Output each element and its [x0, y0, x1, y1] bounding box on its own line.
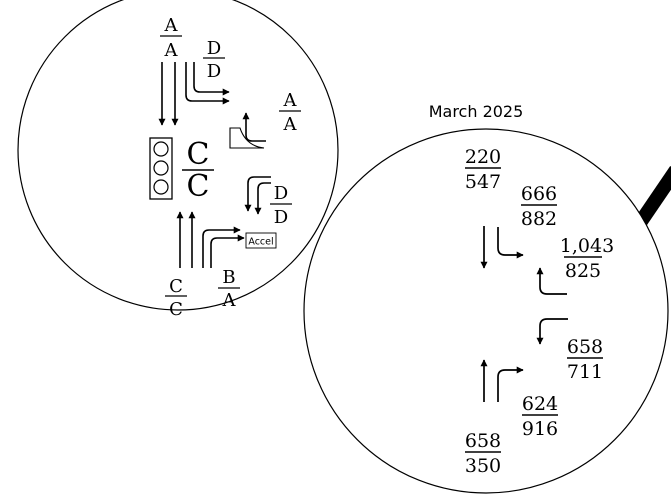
volume-wb-right: 1,043 825 [560, 235, 614, 282]
volume-am: 220 [465, 146, 501, 168]
los-intersection: C C [182, 137, 214, 204]
volume-nb-through: 658 350 [465, 430, 501, 477]
los-bottom-left-den: C [169, 299, 183, 320]
volume-am: 624 [522, 393, 558, 415]
los-bottom-right: B A [218, 267, 240, 311]
volume-am: 658 [567, 336, 603, 358]
sb-arrows [158, 62, 230, 126]
nb-arrows [176, 211, 245, 268]
volume-pm: 350 [465, 455, 501, 477]
volume-pm: 547 [465, 171, 501, 193]
wb-right-arrow [242, 112, 266, 142]
los-top-right-den: D [207, 61, 221, 82]
signal-lamp-top [153, 141, 169, 157]
volume-pm: 916 [522, 418, 558, 440]
nb-right-arrow-outer [202, 226, 241, 268]
los-top-den: A [164, 40, 179, 61]
los-magnifier-circle: A A D D A A [17, 0, 339, 320]
volume-magnifier: March 2025 220 547 666 882 1,043 825 [303, 102, 671, 494]
right-circle-outline [303, 128, 669, 494]
eb-left-arrow-outer [244, 176, 271, 212]
nb-right-arrow-inner [210, 234, 245, 268]
los-intersection-num: C [187, 137, 210, 172]
magnifier-title: March 2025 [429, 102, 524, 121]
los-right-num: A [283, 90, 298, 111]
los-intersection-den: C [187, 169, 210, 204]
volume-am: 666 [521, 183, 557, 205]
right-turn-island [229, 127, 265, 149]
los-east-den: D [274, 207, 288, 228]
volume-pm: 825 [565, 260, 601, 282]
volume-pm: 882 [521, 208, 557, 230]
traffic-signal-icon [149, 137, 173, 200]
los-east-num: D [274, 183, 288, 204]
los-bottom-right-den: A [222, 290, 237, 311]
los-bottom-left-num: C [169, 276, 183, 297]
volume-sb-through: 220 547 [465, 146, 501, 193]
wb-right-arrow [536, 267, 567, 295]
left-circle-outline [17, 0, 339, 311]
eb-left-arrow-inner [254, 182, 271, 215]
los-east: D D [270, 183, 292, 228]
los-top: A A [160, 15, 182, 61]
los-top-num: A [164, 15, 179, 36]
signal-lamp-mid [153, 160, 169, 176]
los-top-right-num: D [207, 38, 221, 59]
sb-right-arrow-inner [193, 62, 230, 96]
los-right-den: A [283, 114, 298, 135]
sb-right-arrow-outer [185, 62, 230, 105]
los-bottom-left: C C [165, 276, 187, 320]
los-bottom-right-num: B [222, 267, 235, 288]
volume-arrows [480, 226, 568, 402]
eb-left-arrows [244, 176, 271, 215]
volume-eb-left: 658 711 [567, 336, 603, 383]
accel-lane-box [245, 232, 277, 249]
volume-nb-right: 624 916 [522, 393, 558, 440]
accel-lane-label: Accel [248, 237, 273, 248]
volume-pm: 711 [567, 361, 603, 383]
los-right: A A [279, 90, 301, 135]
signal-lamp-bottom [153, 179, 169, 195]
volume-sb-left: 666 882 [521, 183, 557, 230]
eb-left-arrow [536, 318, 568, 345]
sb-right-arrow [497, 227, 524, 259]
los-top-right: D D [203, 38, 225, 82]
volume-am: 1,043 [560, 235, 614, 257]
nb-right-arrow [497, 366, 524, 402]
volume-am: 658 [465, 430, 501, 452]
